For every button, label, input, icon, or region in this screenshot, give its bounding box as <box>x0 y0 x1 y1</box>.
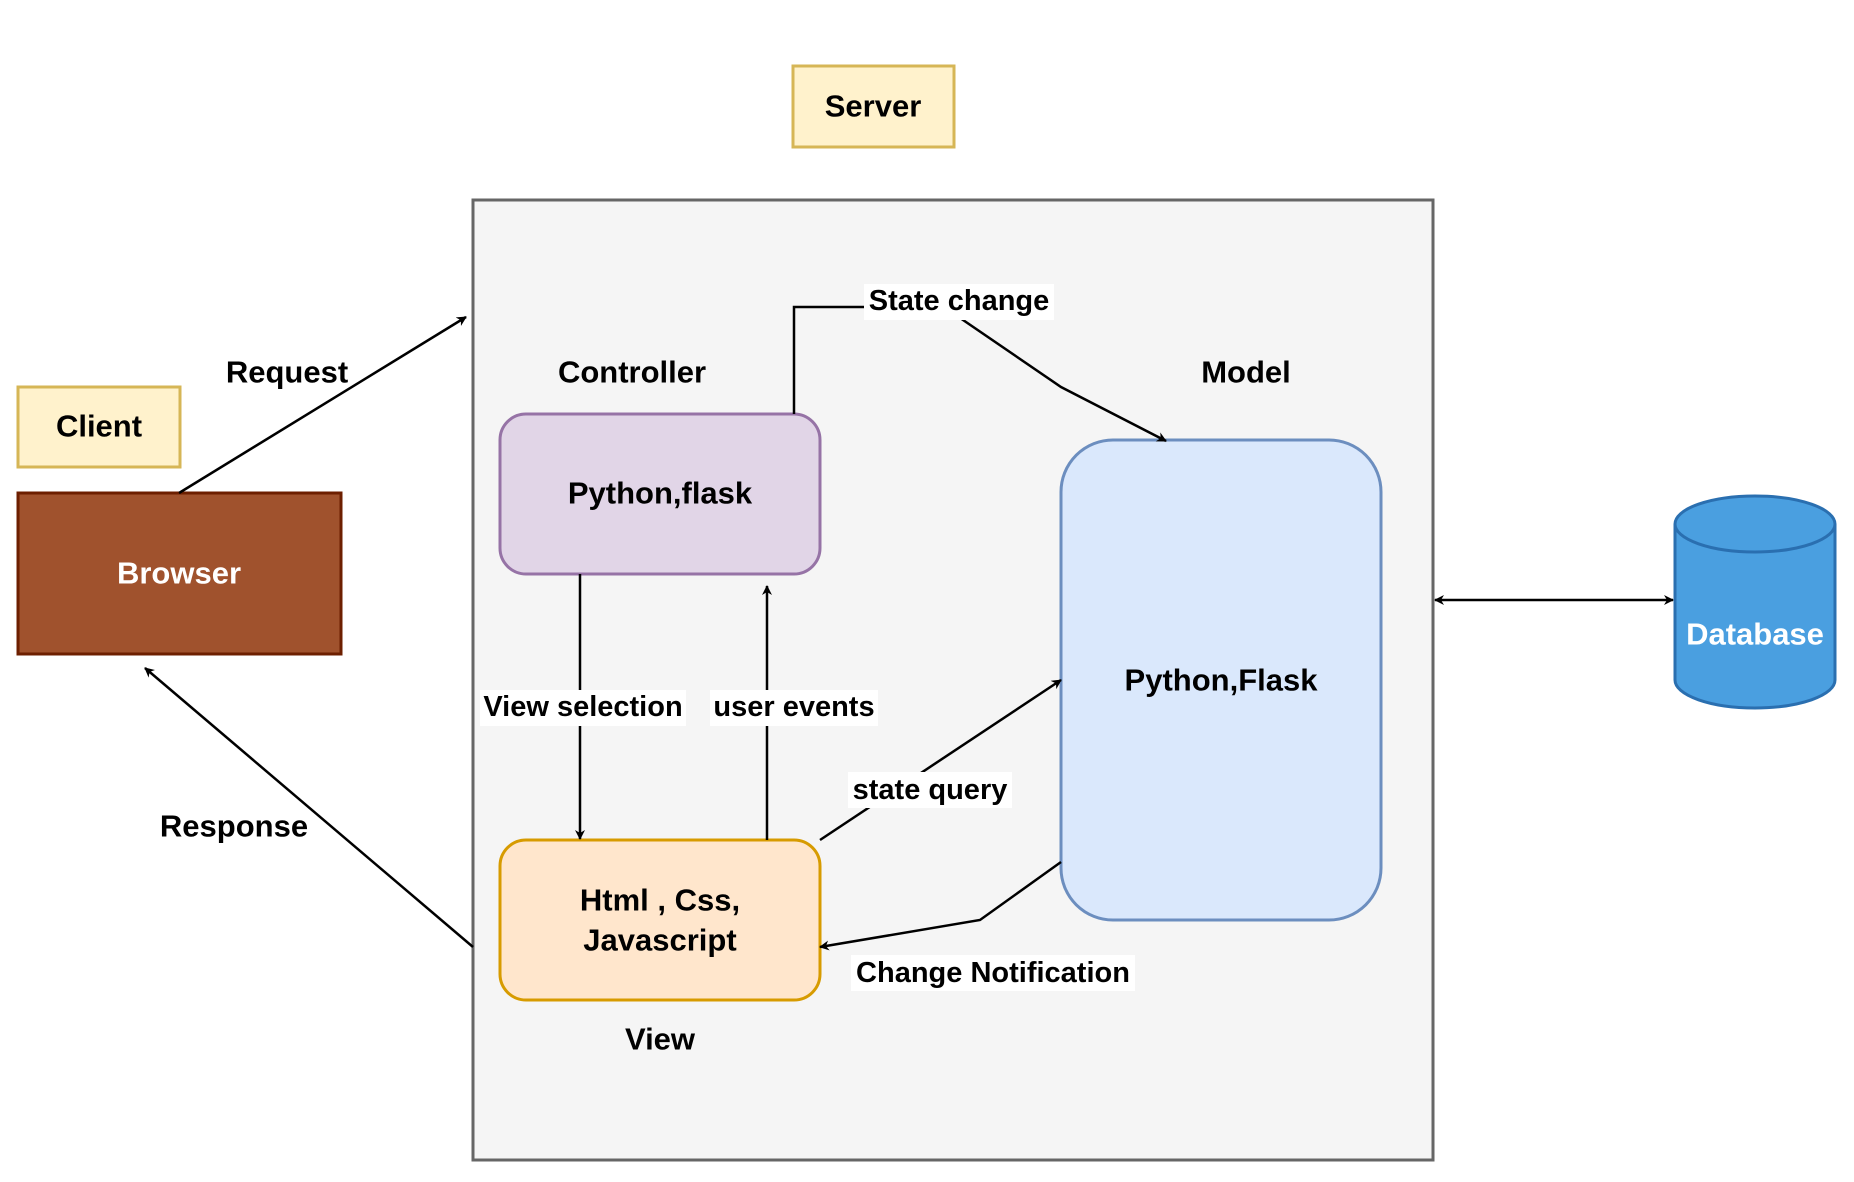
controller-box-label: Python,flask <box>568 476 753 511</box>
view-heading: View <box>625 1022 696 1057</box>
change-notification-arrow <box>819 860 1062 951</box>
user-events-label-bg <box>710 690 878 726</box>
model-heading: Model <box>1201 355 1291 390</box>
state-change-label: State change <box>869 285 1050 317</box>
model-box: Python,Flask <box>1059 438 1383 922</box>
state-change-label-bg <box>864 284 1054 320</box>
client-label: Client <box>56 409 142 444</box>
client-tag: Client <box>16 385 182 469</box>
browser-box: Browser <box>16 491 343 656</box>
view-box: Html , Css, Javascript <box>498 838 822 1002</box>
state-query-label: state query <box>853 774 1008 806</box>
view-box-label-line2: Javascript <box>583 923 736 958</box>
view-box-label-line1: Html , Css, <box>580 883 740 918</box>
database-cylinder: Database <box>1673 494 1837 710</box>
request-arrow <box>178 315 467 495</box>
server-label: Server <box>825 89 922 124</box>
server-tag: Server <box>791 64 956 149</box>
view-selection-label-bg <box>480 690 686 726</box>
response-label: Response <box>160 809 308 844</box>
controller-box: Python,flask <box>498 412 822 576</box>
browser-label: Browser <box>117 556 241 591</box>
user-events-label: user events <box>713 691 874 723</box>
request-label: Request <box>226 355 348 390</box>
state-query-label-bg <box>848 772 1012 808</box>
state-query-arrow <box>819 678 1062 842</box>
change-notification-label: Change Notification <box>856 957 1130 989</box>
controller-heading: Controller <box>558 355 706 390</box>
database-label: Database <box>1686 617 1824 652</box>
response-arrow <box>144 667 474 948</box>
change-notification-label-bg <box>851 955 1135 991</box>
view-selection-label: View selection <box>483 691 682 723</box>
model-box-label: Python,Flask <box>1125 663 1319 698</box>
